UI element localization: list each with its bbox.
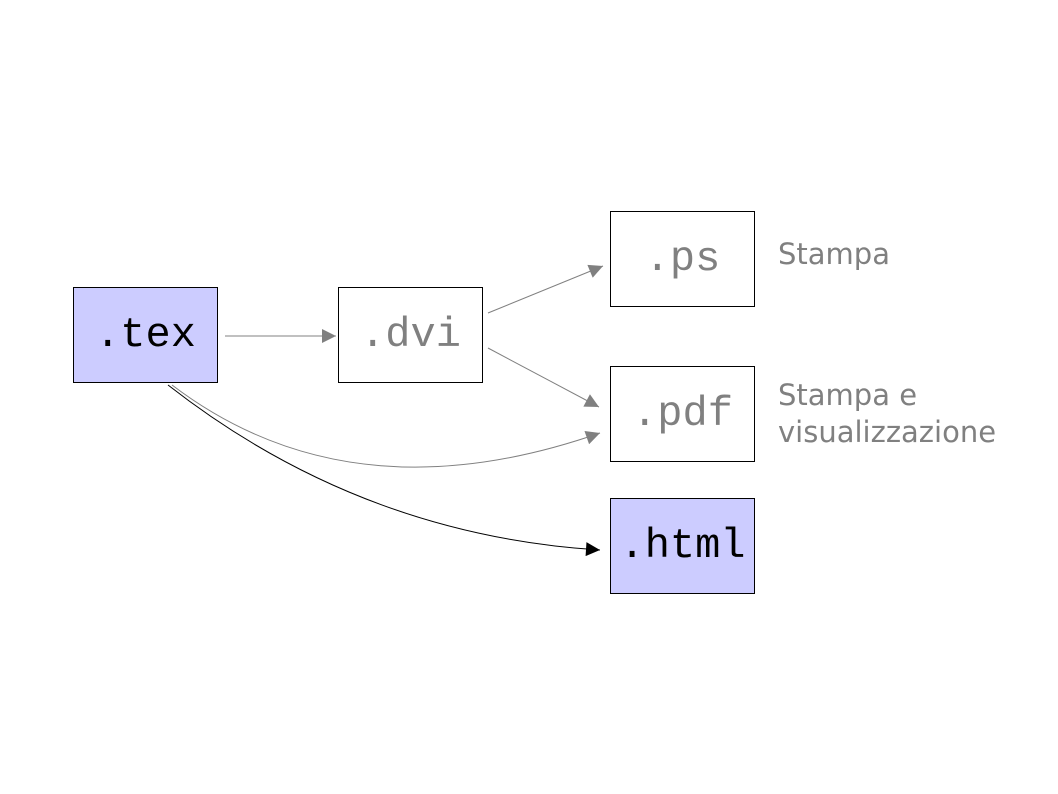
node-ps: .ps — [610, 211, 755, 307]
arrow-tex-to-pdf — [171, 384, 601, 468]
node-ps-label: .ps — [644, 235, 721, 283]
arrow-dvi-to-pdf — [487, 347, 600, 408]
node-tex-label: .tex — [95, 311, 196, 359]
node-html-label: .html — [619, 522, 746, 570]
node-tex: .tex — [73, 287, 218, 383]
arrow-tex-to-html — [167, 384, 601, 557]
node-pdf: .pdf — [610, 366, 755, 462]
node-pdf-label: .pdf — [632, 390, 733, 438]
node-dvi: .dvi — [338, 287, 483, 383]
annotation-ps: Stampa — [778, 237, 890, 271]
arrow-dvi-to-ps — [487, 264, 604, 314]
annotation-pdf: Stampa e visualizzazione — [778, 377, 996, 451]
node-dvi-label: .dvi — [360, 311, 461, 359]
annotation-pdf-line2: visualizzazione — [778, 415, 997, 449]
node-html: .html — [610, 498, 755, 594]
annotation-pdf-line1: Stampa e — [778, 378, 918, 412]
